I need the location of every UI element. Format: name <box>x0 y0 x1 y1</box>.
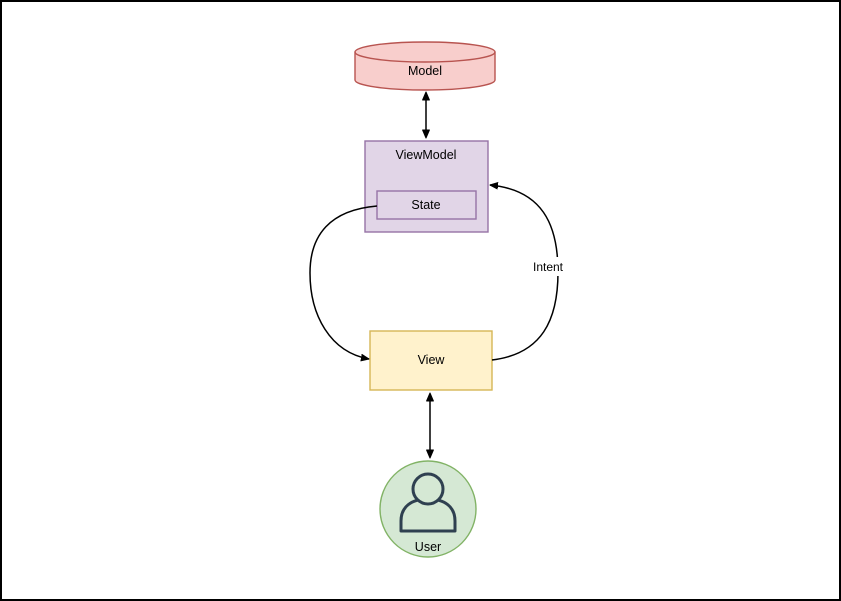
model-cylinder-top-arc <box>354 51 496 63</box>
person-icon-head <box>411 472 445 506</box>
arrowhead-down-icon <box>426 449 434 459</box>
arrowhead-up-icon <box>422 91 430 101</box>
arrowhead-down-icon <box>422 129 430 139</box>
view-rect <box>369 330 493 391</box>
edge-label-intent: Intent <box>528 257 569 276</box>
state-label: State <box>411 198 440 212</box>
user-label: User <box>415 540 441 554</box>
model-label: Model <box>408 64 442 78</box>
user-circle <box>379 460 477 558</box>
node-user: User <box>379 460 477 558</box>
intent-label: Intent <box>533 260 564 274</box>
state-rect <box>376 190 477 220</box>
node-model: Model <box>354 41 496 91</box>
node-viewmodel: ViewModel State <box>364 140 489 233</box>
model-cylinder <box>354 41 496 91</box>
edge-view-user <box>426 392 434 459</box>
viewmodel-label: ViewModel <box>396 148 457 162</box>
intent-label-bg <box>528 257 569 276</box>
edge-state-view <box>309 205 378 359</box>
view-label: View <box>418 353 446 367</box>
edge-model-viewmodel <box>422 91 430 139</box>
node-view: View <box>369 330 493 391</box>
arrowhead-up-icon <box>426 392 434 402</box>
